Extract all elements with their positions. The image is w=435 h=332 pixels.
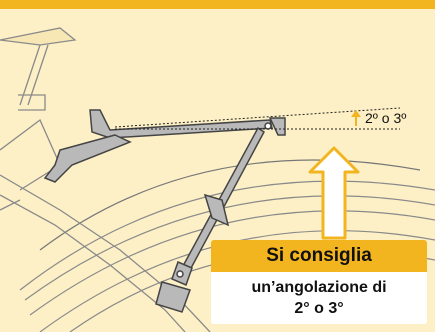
callout-body: un’angolazione di 2° o 3°: [211, 272, 427, 324]
rear-carrier-rack-icon: [43, 109, 286, 183]
top-accent-band: [0, 0, 435, 9]
recommendation-callout: Si consiglia un’angolazione di 2° o 3°: [211, 240, 427, 324]
up-arrow-icon: [308, 146, 360, 240]
callout-body-line1: un’angolazione di: [251, 279, 387, 296]
bicycle-frame-icon: [0, 27, 211, 332]
kickstand-icon: [155, 126, 265, 313]
angle-reference-lines: [114, 107, 401, 130]
angle-label: 2º o 3º: [365, 110, 407, 126]
callout-body-line2: 2° o 3°: [294, 300, 344, 317]
callout-title: Si consiglia: [211, 240, 427, 272]
angle-arrow-icon: [351, 110, 361, 126]
